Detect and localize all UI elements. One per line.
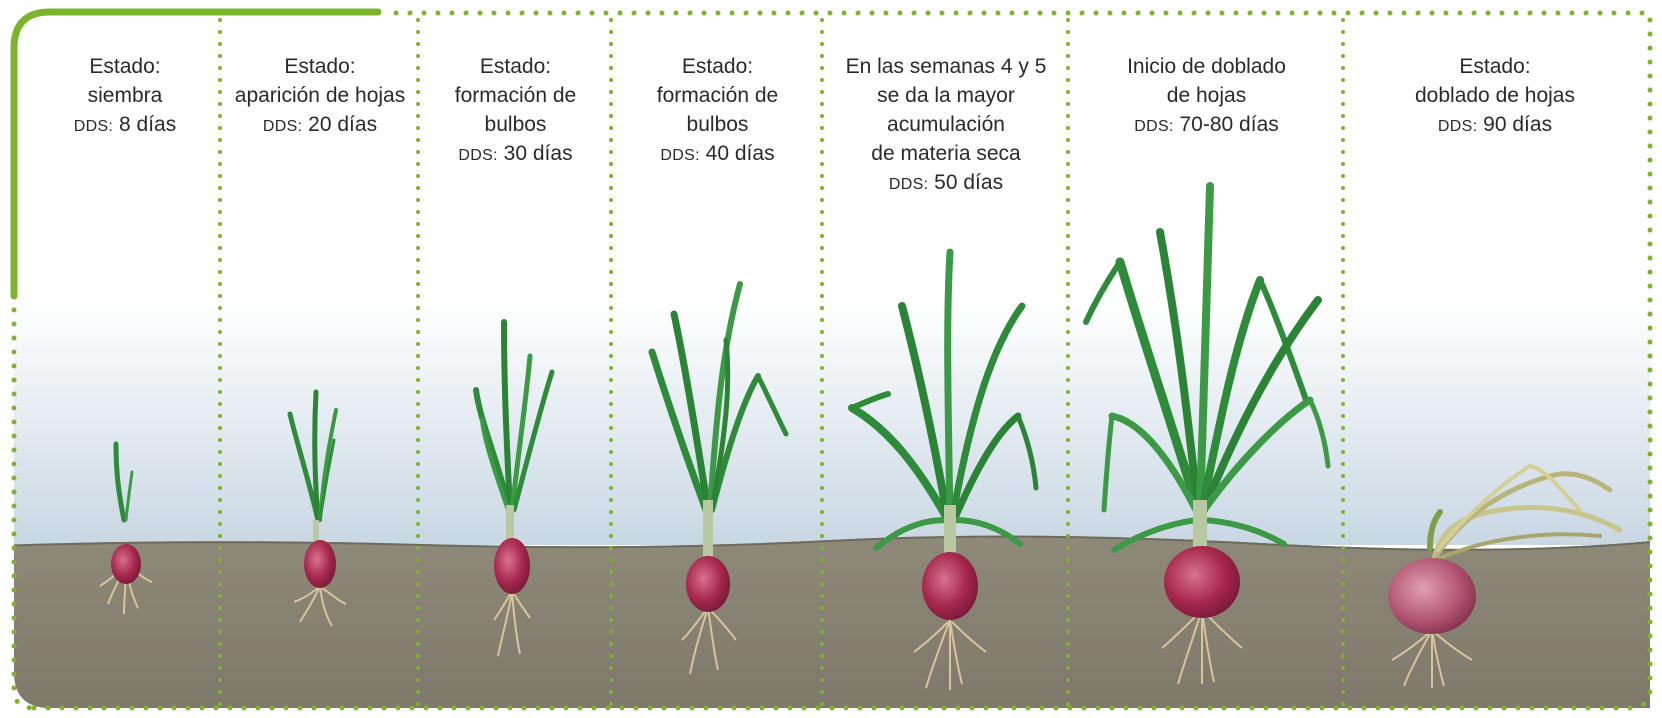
- dds-value: 90 días: [1477, 113, 1552, 136]
- stage-heading-line-2: siembra: [30, 81, 220, 110]
- stage-heading-line-3: bulbos: [420, 110, 611, 139]
- dds-prefix: DDS:: [889, 176, 928, 193]
- stage-heading-line-1: Estado:: [30, 52, 220, 81]
- dds-value: 40 días: [700, 142, 775, 165]
- stage-label-formacion-bulbos-30: Estado: formación de bulbos DDS: 30 días: [420, 52, 611, 170]
- dds-value: 50 días: [928, 171, 1003, 194]
- stage-heading-line-4: de materia seca: [824, 139, 1068, 168]
- stage-heading-line-3: bulbos: [613, 110, 822, 139]
- dds-line: DDS: 30 días: [420, 139, 611, 170]
- dds-prefix: DDS:: [1134, 118, 1173, 135]
- dds-value: 30 días: [498, 142, 573, 165]
- stage-label-formacion-bulbos-40: Estado: formación de bulbos DDS: 40 días: [613, 52, 822, 170]
- stage-heading-line-2: formación de: [420, 81, 611, 110]
- stage-heading-line-3: acumulación: [824, 110, 1068, 139]
- stage-heading-line-2: aparición de hojas: [222, 81, 418, 110]
- stage-label-acumulacion-materia-seca: En las semanas 4 y 5 se da la mayor acum…: [824, 52, 1068, 199]
- dds-line: DDS: 8 días: [30, 110, 220, 141]
- dds-value: 20 días: [302, 113, 377, 136]
- stage-label-siembra: Estado: siembra DDS: 8 días: [30, 52, 220, 141]
- dds-line: DDS: 90 días: [1345, 110, 1645, 141]
- stage-heading-line-1: Estado:: [420, 52, 611, 81]
- stage-heading-line-1: En las semanas 4 y 5: [824, 52, 1068, 81]
- stage-heading-line-1: Inicio de doblado: [1070, 52, 1343, 81]
- stage-label-inicio-doblado: Inicio de doblado de hojas DDS: 70-80 dí…: [1070, 52, 1343, 141]
- stage-heading-line-2: formación de: [613, 81, 822, 110]
- dds-line: DDS: 40 días: [613, 139, 822, 170]
- dds-prefix: DDS:: [263, 118, 302, 135]
- stage-heading-line-1: Estado:: [222, 52, 418, 81]
- dds-prefix: DDS:: [1438, 118, 1477, 135]
- dds-line: DDS: 20 días: [222, 110, 418, 141]
- dds-prefix: DDS:: [458, 147, 497, 164]
- stage-label-doblado-hojas: Estado: doblado de hojas DDS: 90 días: [1345, 52, 1645, 141]
- dds-prefix: DDS:: [74, 118, 113, 135]
- dds-prefix: DDS:: [660, 147, 699, 164]
- stage-heading-line-1: Estado:: [613, 52, 822, 81]
- dds-value: 8 días: [113, 113, 176, 136]
- stage-heading-line-1: Estado:: [1345, 52, 1645, 81]
- stage-label-aparicion-hojas: Estado: aparición de hojas DDS: 20 días: [222, 52, 418, 141]
- stage-heading-line-2: doblado de hojas: [1345, 81, 1645, 110]
- dds-value: 70-80 días: [1174, 113, 1279, 136]
- stage-heading-line-2: de hojas: [1070, 81, 1343, 110]
- dds-line: DDS: 70-80 días: [1070, 110, 1343, 141]
- dds-line: DDS: 50 días: [824, 168, 1068, 199]
- stage-heading-line-2: se da la mayor: [824, 81, 1068, 110]
